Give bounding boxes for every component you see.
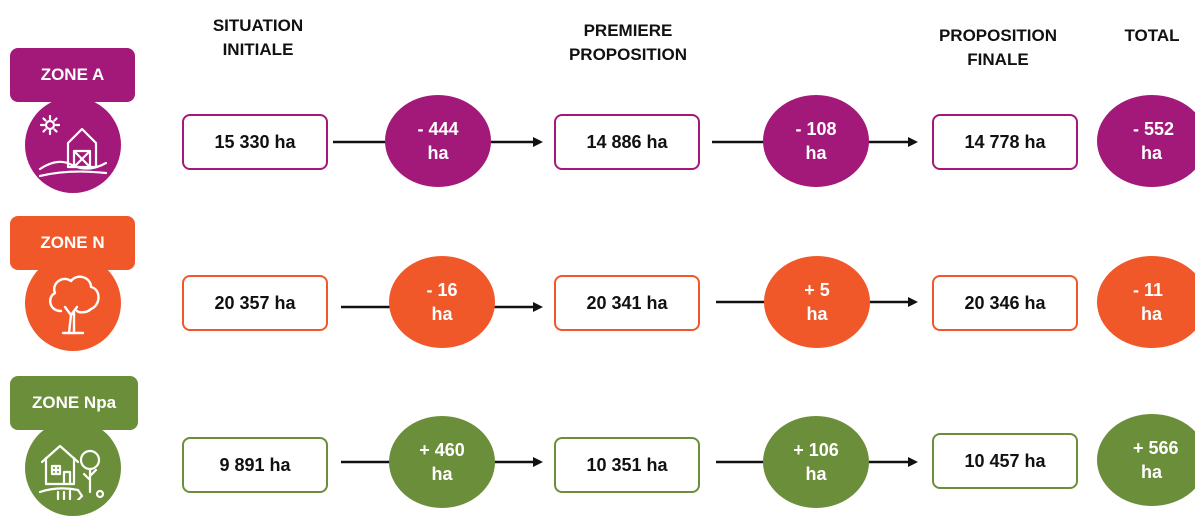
zone-a-total-unit: ha [1141, 143, 1163, 163]
zone-a-change-2-value: - 108 [795, 119, 837, 139]
zone-n-total-unit: ha [1141, 304, 1163, 324]
zone-a-total-value: - 552 [1133, 119, 1175, 139]
zone-n-total-value: - 11 [1133, 280, 1164, 300]
zone-n-change-2-unit: ha [806, 304, 828, 324]
header-proposition-finale: PROPOSITION FINALE [938, 26, 1058, 69]
tree-icon [25, 255, 121, 351]
zone-npa-initial-value: 9 891 ha [219, 454, 291, 475]
zone-npa-first-box: 10 351 ha [554, 437, 700, 493]
zone-n-initial-value: 20 357 ha [214, 292, 296, 313]
zone-npa-change-1-unit: ha [431, 464, 453, 484]
zone-a-change-2-unit: ha [805, 143, 827, 163]
zone-n-initial-box: 20 357 ha [182, 275, 328, 331]
zone-a-initial-box: 15 330 ha [182, 114, 328, 170]
zone-npa-final-box: 10 457 ha [932, 433, 1078, 489]
header-premiere-proposition: PREMIERE PROPOSITION [568, 21, 688, 64]
zone-a-label: ZONE A [40, 65, 105, 84]
house-garden-icon [25, 420, 121, 516]
zone-npa-change-1: + 460 ha [389, 416, 495, 508]
zone-a-change-1-value: - 444 [417, 119, 459, 139]
zone-a-initial-value: 15 330 ha [214, 131, 296, 152]
zone-n-label: ZONE N [40, 233, 105, 252]
zone-n-change-1-value: - 16 [426, 280, 458, 300]
zone-n-change-2: + 5 ha [764, 256, 870, 348]
zone-n-total: - 11 ha [1097, 256, 1195, 348]
zone-n-final-value: 20 346 ha [964, 292, 1046, 313]
zone-a-total: - 552 ha [1097, 95, 1195, 187]
zone-npa-total: + 566 ha [1097, 414, 1195, 506]
zone-npa-change-2-unit: ha [805, 464, 827, 484]
zone-a-final-value: 14 778 ha [964, 131, 1046, 152]
zone-n-change-1-unit: ha [431, 304, 453, 324]
zone-npa-change-2: + 106 ha [763, 416, 869, 508]
zone-npa-total-value: + 566 [1133, 438, 1179, 458]
zone-npa-total-unit: ha [1141, 462, 1163, 482]
zone-npa-tag: ZONE Npa [10, 376, 138, 430]
zone-n-first-value: 20 341 ha [586, 292, 668, 313]
farm-barn-icon [25, 97, 121, 193]
zone-n-change-2-value: + 5 [804, 280, 830, 300]
zone-n-change-1: - 16 ha [389, 256, 495, 348]
zone-n-first-box: 20 341 ha [554, 275, 700, 331]
zone-npa-initial-box: 9 891 ha [182, 437, 328, 493]
zone-a-first-value: 14 886 ha [586, 131, 668, 152]
zone-a-first-box: 14 886 ha [554, 114, 700, 170]
zone-a-change-2: - 108 ha [763, 95, 869, 187]
zone-a-change-1: - 444 ha [385, 95, 491, 187]
zone-npa-change-2-value: + 106 [793, 440, 839, 460]
zone-a-final-box: 14 778 ha [932, 114, 1078, 170]
header-situation-initiale: SITUATION INITIALE [212, 16, 304, 59]
zone-npa-label: ZONE Npa [31, 393, 117, 412]
zone-a-tag: ZONE A [10, 48, 135, 102]
header-total: TOTAL [1124, 26, 1180, 45]
zone-a-change-1-unit: ha [427, 143, 449, 163]
zone-npa-final-value: 10 457 ha [964, 450, 1046, 471]
zone-npa-change-1-value: + 460 [419, 440, 465, 460]
zone-n-final-box: 20 346 ha [932, 275, 1078, 331]
zone-npa-first-value: 10 351 ha [586, 454, 668, 475]
